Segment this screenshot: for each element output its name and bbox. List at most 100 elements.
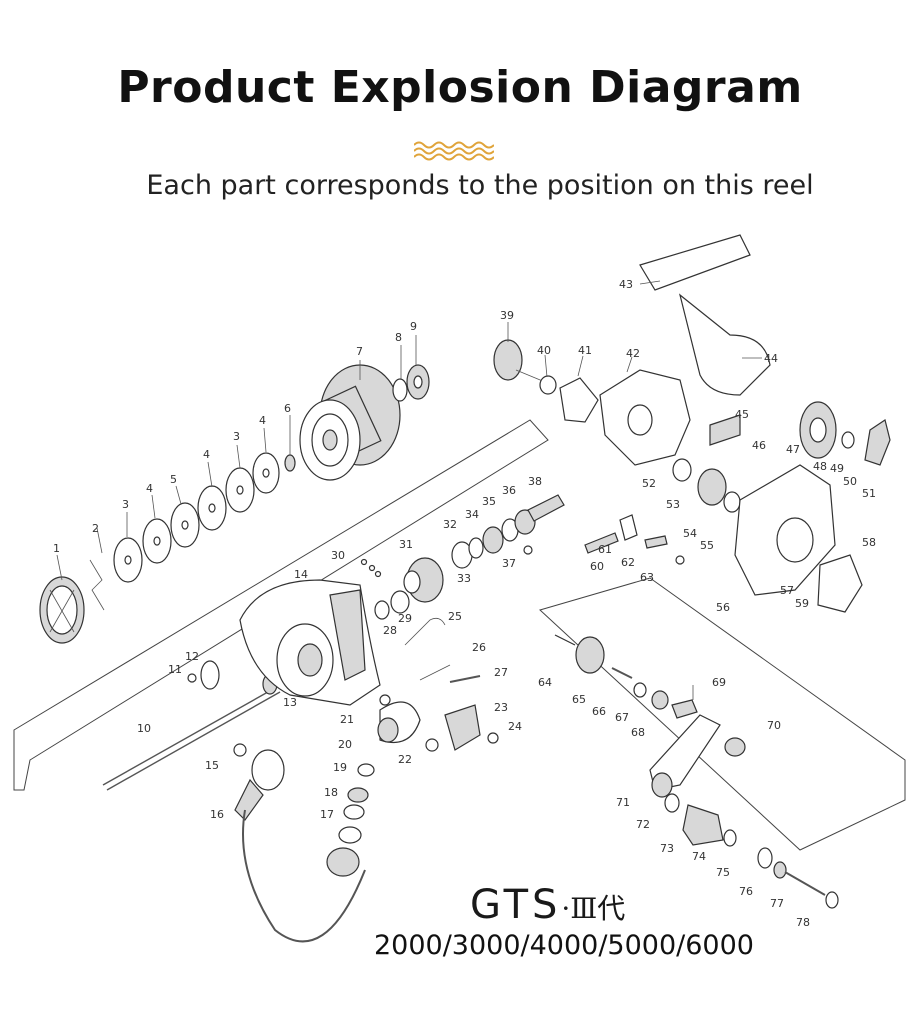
brand-generation: ·Ⅲ代 (561, 892, 626, 925)
svg-text:78: 78 (796, 916, 810, 929)
svg-text:60: 60 (590, 560, 604, 573)
svg-text:70: 70 (767, 719, 781, 732)
page-subtitle: Each part corresponds to the position on… (146, 170, 814, 201)
part-41-42-body-cover (559, 369, 691, 466)
svg-text:66: 66 (592, 705, 606, 718)
svg-text:36: 36 (502, 484, 516, 497)
svg-text:8: 8 (395, 331, 402, 344)
svg-text:7: 7 (356, 345, 363, 358)
svg-text:38: 38 (528, 475, 542, 488)
svg-text:55: 55 (700, 539, 714, 552)
svg-text:47: 47 (786, 443, 800, 456)
svg-text:35: 35 (482, 495, 496, 508)
svg-text:28: 28 (383, 624, 397, 637)
svg-text:3: 3 (233, 430, 240, 443)
part-number-labels: 1 2 3 4 5 4 3 4 6 7 8 9 10 11 12 13 14 1… (53, 278, 876, 929)
svg-text:74: 74 (692, 850, 706, 863)
svg-text:62: 62 (621, 556, 635, 569)
svg-text:4: 4 (203, 448, 210, 461)
svg-text:72: 72 (636, 818, 650, 831)
part-17-18-rollers (326, 763, 375, 877)
part-8-washer (392, 378, 408, 402)
svg-text:4: 4 (259, 414, 266, 427)
svg-text:10: 10 (137, 722, 151, 735)
svg-text:52: 52 (642, 477, 656, 490)
part-60-63-anti-reverse (584, 514, 685, 565)
svg-text:56: 56 (716, 601, 730, 614)
part-28-31-bearings (360, 557, 444, 620)
svg-text:64: 64 (538, 676, 552, 689)
part-16-bail-arm (234, 749, 366, 943)
part-56-59-side-plate (734, 464, 863, 613)
part-20-22-line-roller (377, 694, 439, 752)
part-15-screw (233, 743, 247, 757)
part-47-51-drive-gear (799, 401, 891, 466)
svg-text:4: 4 (146, 482, 153, 495)
svg-text:1: 1 (53, 542, 60, 555)
svg-text:14: 14 (294, 568, 308, 581)
part-39-40-rotor-gear (493, 339, 557, 395)
svg-text:29: 29 (398, 612, 412, 625)
svg-text:75: 75 (716, 866, 730, 879)
drag-washers (113, 452, 296, 583)
part-64-70-handle-knob-assembly (554, 634, 746, 757)
svg-text:42: 42 (626, 347, 640, 360)
part-11-screw (187, 673, 197, 683)
wave-divider-icon (414, 141, 494, 161)
svg-text:49: 49 (830, 462, 844, 475)
svg-text:67: 67 (615, 711, 629, 724)
page-title: Product Explosion Diagram (117, 62, 803, 113)
part-25-27-springs (404, 617, 481, 683)
brand-logo: GTS·Ⅲ代 (470, 882, 625, 928)
part-32-38-pinion-assembly (451, 494, 565, 569)
handle-group-box (539, 577, 906, 851)
svg-text:2: 2 (92, 522, 99, 535)
brand-name: GTS (470, 882, 562, 928)
svg-text:46: 46 (752, 439, 766, 452)
svg-text:5: 5 (170, 473, 177, 486)
svg-text:24: 24 (508, 720, 522, 733)
svg-text:18: 18 (324, 786, 338, 799)
svg-text:44: 44 (764, 352, 778, 365)
svg-text:48: 48 (813, 460, 827, 473)
svg-text:43: 43 (619, 278, 633, 291)
svg-text:51: 51 (862, 487, 876, 500)
svg-text:15: 15 (205, 759, 219, 772)
spool-group-box (13, 419, 549, 791)
svg-text:58: 58 (862, 536, 876, 549)
svg-text:17: 17 (320, 808, 334, 821)
svg-text:61: 61 (598, 543, 612, 556)
svg-text:63: 63 (640, 571, 654, 584)
svg-text:53: 53 (666, 498, 680, 511)
svg-text:68: 68 (631, 726, 645, 739)
part-71-78-handle-arm (649, 714, 839, 909)
svg-text:3: 3 (122, 498, 129, 511)
svg-text:16: 16 (210, 808, 224, 821)
part-14-reel-body (239, 579, 381, 706)
svg-text:40: 40 (537, 344, 551, 357)
svg-text:31: 31 (399, 538, 413, 551)
part-9-gear-icon (406, 364, 430, 400)
svg-text:12: 12 (185, 650, 199, 663)
svg-text:23: 23 (494, 701, 508, 714)
svg-text:30: 30 (331, 549, 345, 562)
svg-text:59: 59 (795, 597, 809, 610)
part-23-24-bail-trip (444, 704, 499, 751)
svg-text:11: 11 (168, 663, 182, 676)
svg-text:45: 45 (735, 408, 749, 421)
part-12-clip (200, 660, 220, 690)
model-sizes: 2000/3000/4000/5000/6000 (374, 930, 754, 961)
svg-text:25: 25 (448, 610, 462, 623)
svg-text:33: 33 (457, 572, 471, 585)
part-43-44-handle-rod (639, 234, 771, 446)
svg-text:32: 32 (443, 518, 457, 531)
svg-text:9: 9 (410, 320, 417, 333)
svg-text:77: 77 (770, 897, 784, 910)
part-2-spring (89, 559, 105, 611)
svg-text:41: 41 (578, 344, 592, 357)
svg-text:76: 76 (739, 885, 753, 898)
svg-text:13: 13 (283, 696, 297, 709)
svg-text:21: 21 (340, 713, 354, 726)
svg-text:65: 65 (572, 693, 586, 706)
